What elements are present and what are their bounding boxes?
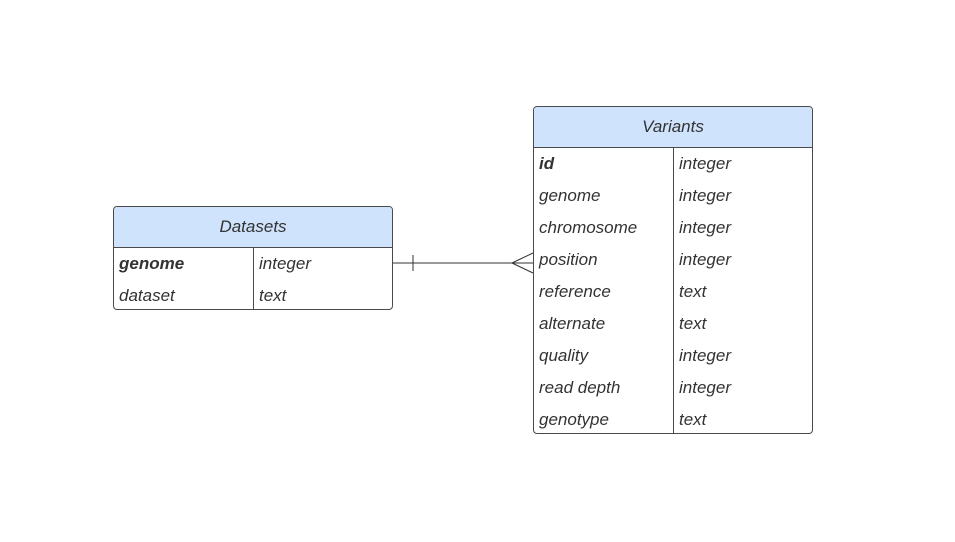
many-crowfoot-upper	[511, 252, 534, 264]
field-row[interactable]: genome integer	[534, 180, 812, 212]
field-name: reference	[539, 282, 611, 301]
variants-fields: id integer genome integer chromosome int…	[534, 148, 812, 433]
field-name: id	[539, 154, 555, 173]
many-crowfoot-lower	[511, 262, 534, 274]
field-type: integer	[679, 186, 731, 205]
field-name: read depth	[539, 378, 621, 397]
field-row[interactable]: id integer	[534, 148, 812, 180]
field-type: integer	[259, 254, 311, 273]
field-type: integer	[679, 250, 731, 269]
variants-entity[interactable]: Variants id integer genome integer chrom…	[533, 106, 813, 434]
field-row[interactable]: dataset text	[114, 280, 392, 309]
field-row[interactable]: position integer	[534, 244, 812, 276]
datasets-column-divider	[253, 248, 254, 309]
field-row[interactable]: chromosome integer	[534, 212, 812, 244]
field-name: dataset	[119, 286, 175, 305]
field-row[interactable]: reference text	[534, 276, 812, 308]
field-name: alternate	[539, 314, 606, 333]
field-type: integer	[679, 378, 731, 397]
datasets-entity[interactable]: Datasets genome integer dataset text	[113, 206, 393, 310]
field-type: text	[259, 286, 287, 305]
field-row[interactable]: quality integer	[534, 340, 812, 372]
field-row[interactable]: genotype text	[534, 404, 812, 433]
field-row[interactable]: alternate text	[534, 308, 812, 340]
field-row[interactable]: genome integer	[114, 248, 392, 280]
field-type: text	[679, 282, 707, 301]
field-name: quality	[539, 346, 589, 365]
field-type: text	[679, 314, 707, 333]
field-type: integer	[679, 154, 731, 173]
field-type: integer	[679, 218, 731, 237]
field-row[interactable]: read depth integer	[534, 372, 812, 404]
field-type: integer	[679, 346, 731, 365]
variants-column-divider	[673, 148, 674, 433]
field-type: text	[679, 410, 707, 429]
field-name: genome	[119, 254, 185, 273]
datasets-fields: genome integer dataset text	[114, 248, 392, 309]
variants-title: Variants	[534, 107, 812, 148]
field-name: genotype	[539, 410, 609, 429]
field-name: chromosome	[539, 218, 638, 237]
datasets-title: Datasets	[114, 207, 392, 248]
field-name: position	[539, 250, 598, 269]
field-name: genome	[539, 186, 601, 205]
